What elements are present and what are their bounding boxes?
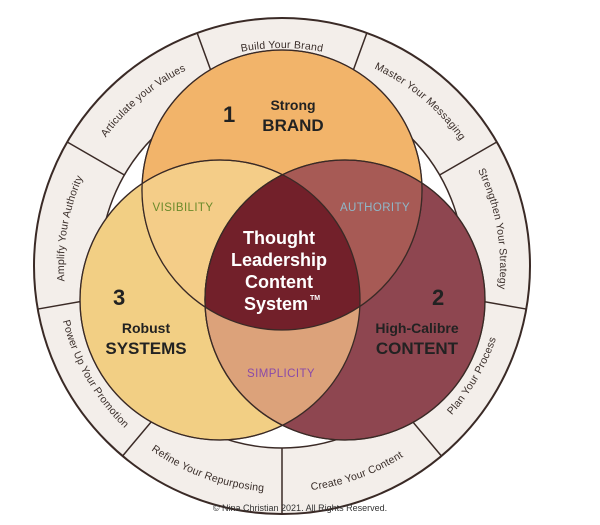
ring-segment-label: Build Your Brand xyxy=(240,39,324,55)
brand-line2: BRAND xyxy=(262,116,323,135)
visibility-label: VISIBILITY xyxy=(153,202,214,214)
authority-label: AUTHORITY xyxy=(340,202,410,214)
content-line2: CONTENT xyxy=(376,339,459,358)
center-line3: Content xyxy=(245,272,313,292)
systems-line2: SYSTEMS xyxy=(105,339,186,358)
systems-number: 3 xyxy=(113,285,125,310)
center-line1: Thought xyxy=(243,228,315,248)
center-tm: TM xyxy=(310,295,320,302)
brand-number: 1 xyxy=(223,102,235,127)
ring-divider xyxy=(439,141,498,176)
ring-divider xyxy=(66,141,125,176)
center-line2: Leadership xyxy=(231,250,327,270)
systems-line1: Robust xyxy=(122,320,171,336)
content-number: 2 xyxy=(432,285,444,310)
center-line4: System xyxy=(244,294,308,314)
copyright-text: © Nina Christian 2021. All Rights Reserv… xyxy=(213,503,387,513)
content-line1: High-Calibre xyxy=(375,320,458,336)
brand-line1: Strong xyxy=(270,97,315,113)
simplicity-label: SIMPLICITY xyxy=(247,368,315,380)
circle-outlines xyxy=(79,49,486,441)
